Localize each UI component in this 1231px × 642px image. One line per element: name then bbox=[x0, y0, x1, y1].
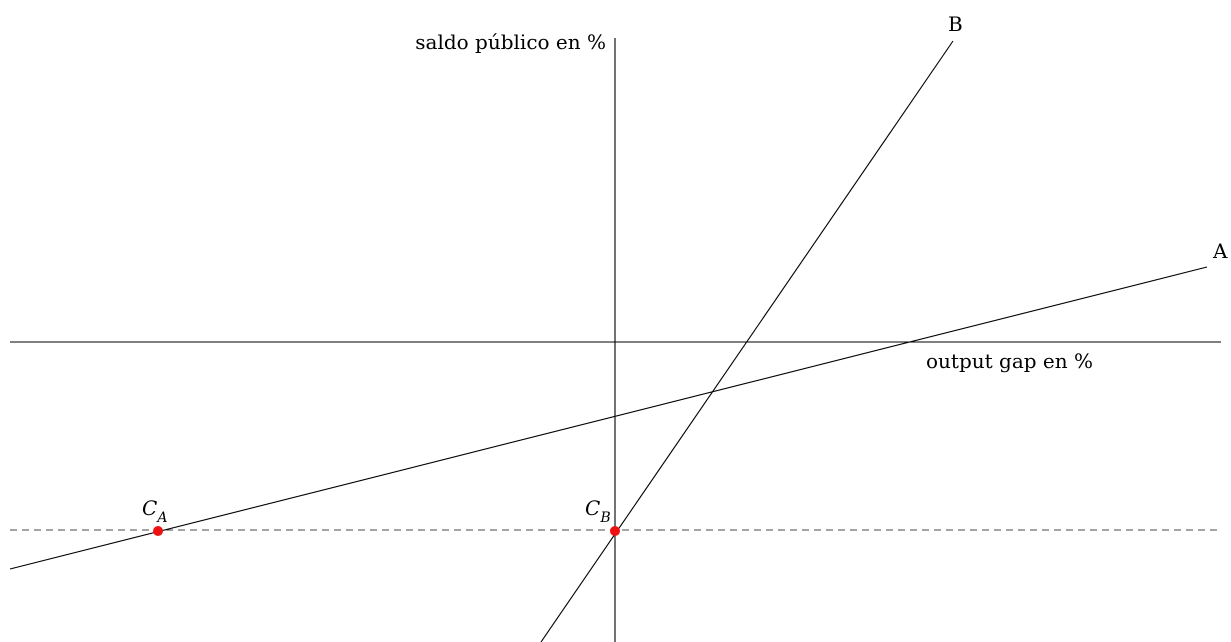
point-ca-label-sub: A bbox=[155, 510, 167, 526]
point-cb-label: CB bbox=[585, 496, 611, 526]
curve-a-label: A bbox=[1212, 239, 1228, 263]
point-cb-marker bbox=[610, 526, 620, 536]
curve-b-line bbox=[540, 40, 954, 642]
y-axis-label: saldo público en % bbox=[415, 30, 606, 54]
point-cb-label-sub: B bbox=[599, 510, 610, 526]
point-cb-label-main: C bbox=[585, 496, 600, 520]
point-ca-marker bbox=[153, 526, 163, 536]
point-ca-label: CA bbox=[142, 496, 167, 526]
curve-b-label: B bbox=[948, 12, 963, 36]
curve-a-line bbox=[9, 266, 1208, 570]
x-axis-label: output gap en % bbox=[926, 349, 1093, 373]
point-ca-label-main: C bbox=[142, 496, 157, 520]
